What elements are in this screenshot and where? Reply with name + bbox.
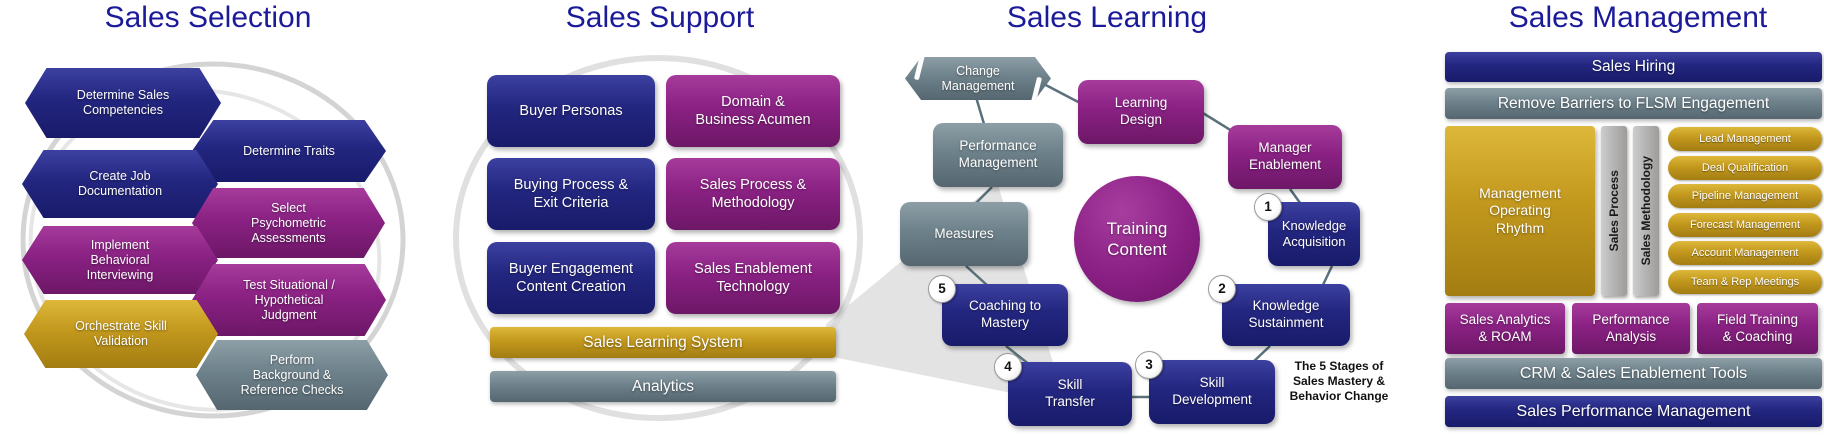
bar-crm-sales-enablement-tools: CRM & Sales Enablement Tools (1445, 358, 1822, 389)
section-title-sales-selection: Sales Selection (104, 1, 312, 34)
stage-number-badge: 1 (1254, 193, 1282, 221)
stage-skill-development: 3 Skill Development (1135, 351, 1275, 424)
bar-sales-hiring: Sales Hiring (1445, 52, 1822, 82)
node-learning-design: Learning Design (1078, 80, 1204, 144)
card-label: Sales Enablement Technology (694, 260, 812, 295)
five-stages-caption: The 5 Stages of Sales Mastery & Behavior… (1289, 359, 1389, 403)
box-label: Sales Analytics & ROAM (1459, 311, 1551, 344)
box-performance-analysis: Performance Analysis (1572, 303, 1690, 354)
pill-deal-qualification: Deal Qualification (1668, 156, 1822, 180)
node-label: Learning Design (1114, 95, 1168, 127)
box-management-operating-rhythm: Management Operating Rhythm (1445, 126, 1595, 296)
box-sales-analytics-roam: Sales Analytics & ROAM (1445, 303, 1565, 354)
stage-skill-transfer: 4 Skill Transfer (994, 353, 1132, 426)
stage-label: Knowledge Acquisition (1281, 217, 1347, 249)
hex-select-psychometric-assessments: Select Psychometric Assessments (192, 188, 385, 258)
stage-number-badge: 2 (1208, 275, 1236, 303)
node-label: Performance Management (958, 138, 1038, 170)
hex-label: Change Management (941, 63, 1015, 93)
bar-sales-performance-management: Sales Performance Management (1445, 396, 1822, 427)
section-title-sales-support: Sales Support (565, 1, 755, 34)
hex-orchestrate-skill-validation: Orchestrate Skill Validation (24, 300, 218, 368)
vbar-label: Sales Methodology (1639, 156, 1653, 266)
node-label: Measures (934, 225, 994, 241)
node-measures: Measures (900, 202, 1028, 266)
hex-change-management: Change Management (905, 57, 1051, 100)
vbar-label: Sales Process (1607, 170, 1621, 252)
stage-number-badge: 3 (1135, 351, 1163, 379)
box-label: Performance Analysis (1592, 311, 1670, 344)
stage-number-badge: 4 (994, 353, 1022, 381)
box-label: Management Operating Rhythm (1479, 184, 1561, 236)
hex-label: Test Situational / Hypothetical Judgment (243, 277, 335, 322)
vbar-sales-methodology: Sales Methodology (1633, 126, 1659, 296)
bar-sales-learning-system: Sales Learning System (490, 327, 836, 358)
hex-label: Determine Sales Competencies (76, 88, 170, 117)
hex-determine-sales-competencies: Determine Sales Competencies (25, 68, 221, 138)
card-label: Buying Process & Exit Criteria (513, 176, 629, 211)
card-domain-business-acumen: Domain & Business Acumen (666, 75, 840, 147)
stage-label: Coaching to Mastery (968, 298, 1042, 330)
bar-analytics: Analytics (490, 371, 836, 402)
hex-label: Implement Behavioral Interviewing (86, 237, 154, 282)
card-sales-enablement-technology: Sales Enablement Technology (666, 242, 840, 314)
hex-label: Perform Background & Reference Checks (240, 352, 344, 397)
pill-account-management: Account Management (1668, 241, 1822, 265)
stage-knowledge-acquisition: 1 Knowledge Acquisition (1254, 193, 1360, 266)
card-label: Buyer Personas (519, 102, 623, 119)
card-label: Buyer Engagement Content Creation (508, 260, 634, 295)
stage-label: Skill Transfer (1045, 377, 1095, 409)
stage-knowledge-sustainment: 2 Knowledge Sustainment (1208, 275, 1350, 346)
box-field-training-coaching: Field Training & Coaching (1697, 303, 1818, 354)
stage-coaching-to-mastery: 5 Coaching to Mastery (928, 275, 1068, 346)
card-label: Sales Process & Methodology (699, 176, 807, 211)
hex-label: Determine Traits (243, 143, 335, 158)
card-buying-process-exit-criteria: Buying Process & Exit Criteria (487, 158, 655, 230)
node-label: Manager Enablement (1248, 140, 1322, 172)
stage-label: Skill Development (1172, 375, 1252, 407)
node-label: Training Content (1106, 218, 1168, 259)
pill-forecast-management: Forecast Management (1668, 213, 1822, 237)
hex-perform-background-reference-checks: Perform Background & Reference Checks (196, 340, 388, 410)
hex-label: Create Job Documentation (77, 169, 163, 198)
card-sales-process-methodology: Sales Process & Methodology (666, 158, 840, 230)
node-manager-enablement: Manager Enablement (1228, 125, 1342, 189)
card-label: Domain & Business Acumen (695, 93, 811, 128)
card-buyer-personas: Buyer Personas (487, 75, 655, 147)
stage-label: Knowledge Sustainment (1248, 298, 1324, 330)
selection-loop-ring (20, 61, 406, 419)
card-buyer-engagement-content-creation: Buyer Engagement Content Creation (487, 242, 655, 314)
hex-create-job-documentation: Create Job Documentation (22, 150, 218, 218)
hex-label: Orchestrate Skill Validation (75, 319, 167, 348)
pill-pipeline-management: Pipeline Management (1668, 184, 1822, 208)
hex-determine-traits: Determine Traits (192, 120, 386, 182)
bar-remove-barriers-flsm: Remove Barriers to FLSM Engagement (1445, 88, 1822, 119)
vbar-sales-process: Sales Process (1601, 126, 1627, 296)
hex-test-situational-judgment: Test Situational / Hypothetical Judgment (192, 264, 386, 336)
node-training-content: Training Content (1074, 176, 1200, 302)
box-label: Field Training & Coaching (1716, 311, 1799, 344)
stage-number-badge: 5 (928, 275, 956, 303)
node-performance-management: Performance Management (933, 123, 1063, 187)
pill-team-rep-meetings: Team & Rep Meetings (1668, 270, 1822, 294)
section-title-sales-learning: Sales Learning (1006, 1, 1208, 34)
hex-implement-behavioral-interviewing: Implement Behavioral Interviewing (22, 226, 218, 294)
hex-label: Select Psychometric Assessments (250, 200, 327, 245)
pill-lead-management: Lead Management (1668, 127, 1822, 151)
support-oval-ring (453, 55, 863, 421)
section-title-sales-management: Sales Management (1508, 1, 1768, 34)
